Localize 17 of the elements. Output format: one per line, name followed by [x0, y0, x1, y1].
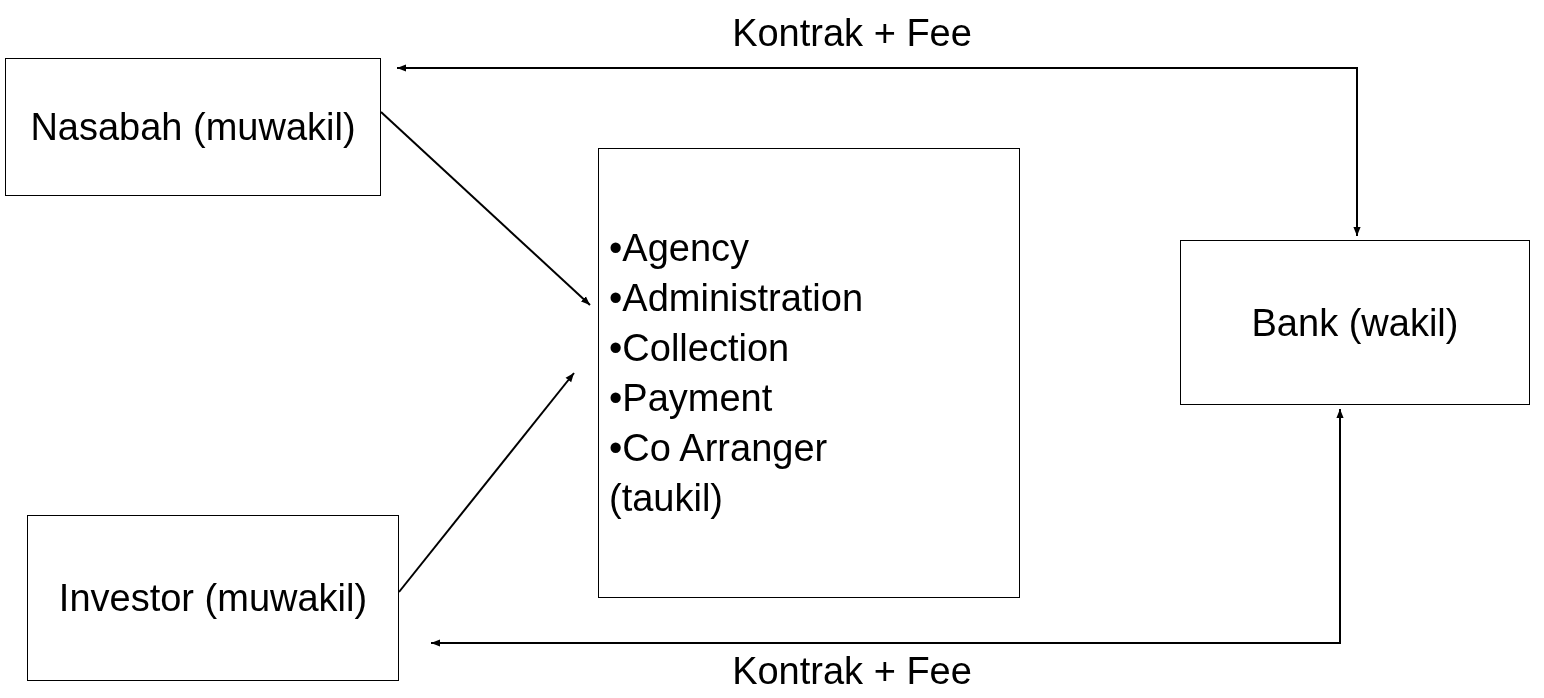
list-item: •Administration: [609, 276, 864, 321]
arrow: [430, 408, 1344, 647]
arrow: [396, 64, 1361, 237]
text-box: [598, 148, 1020, 598]
list-item: •Agency: [609, 226, 750, 271]
list-item: •Collection: [609, 326, 790, 371]
arrow: [398, 372, 575, 593]
text-box: [5, 58, 381, 196]
text-box: [27, 515, 399, 681]
arrow: [380, 111, 591, 306]
list-item: •Payment: [609, 376, 773, 421]
list-item: (taukil): [609, 476, 724, 521]
box-label: Nasabah (muwakil): [30, 105, 356, 150]
box-label: Investor (muwakil): [58, 576, 368, 621]
text-box: [1180, 240, 1530, 405]
box-label: Bank (wakil): [1251, 300, 1459, 346]
list-item: •Co Arranger: [609, 426, 828, 471]
